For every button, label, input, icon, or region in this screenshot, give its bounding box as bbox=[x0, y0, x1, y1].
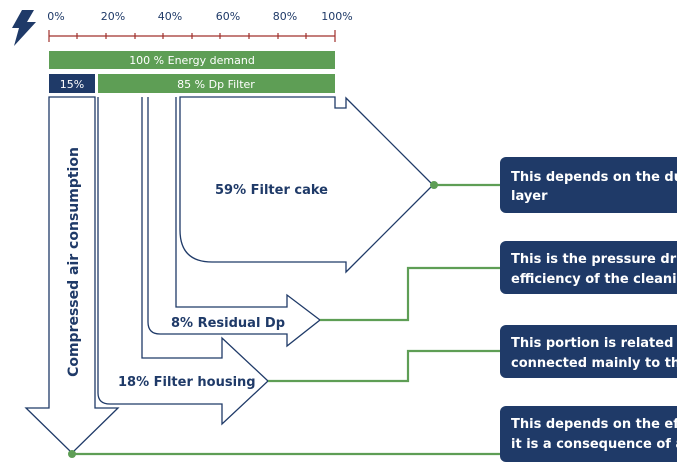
connector-dot-compressed-air bbox=[68, 450, 76, 458]
residual-dp-label: 8% Residual Dp bbox=[171, 316, 285, 331]
filter-housing-label: 18% Filter housing bbox=[118, 375, 256, 390]
compressed-share-bar bbox=[49, 74, 95, 93]
note-box-filter-cake bbox=[500, 157, 677, 213]
note-filter-housing-line2: connected mainly to th bbox=[511, 356, 677, 371]
residual-dp-arrow bbox=[147, 97, 322, 348]
dp-filter-bar bbox=[98, 74, 335, 93]
note-box-filter-housing bbox=[500, 325, 677, 378]
connector-dot-filter-cake bbox=[430, 181, 438, 189]
compressed-air-label: Compressed air consumption bbox=[66, 147, 82, 377]
energy-demand-bar bbox=[49, 51, 335, 69]
filter-cake-arrow bbox=[179, 96, 434, 274]
percent-scale bbox=[48, 30, 336, 42]
scale-tick-60: 60% bbox=[216, 10, 240, 23]
scale-tick-80: 80% bbox=[273, 10, 297, 23]
note-compressed-air-line2: it is a consequence of a bbox=[511, 437, 677, 452]
energy-demand-label: 100 % Energy demand bbox=[129, 54, 255, 67]
note-residual-dp-line1: This is the pressure dr bbox=[511, 252, 677, 267]
note-compressed-air-line1: This depends on the eff bbox=[511, 417, 677, 432]
scale-tick-0: 0% bbox=[47, 10, 64, 23]
scale-tick-20: 20% bbox=[101, 10, 125, 23]
scale-tick-40: 40% bbox=[158, 10, 182, 23]
compressed-share-label: 15% bbox=[60, 78, 84, 91]
note-box-compressed-air bbox=[500, 406, 677, 462]
note-residual-dp-line2: efficiency of the cleanin bbox=[511, 272, 677, 287]
note-filter-cake-line1: This depends on the du bbox=[511, 170, 677, 185]
compressed-air-arrow bbox=[24, 96, 120, 454]
filter-housing-arrow bbox=[97, 97, 269, 426]
scale-tick-100: 100% bbox=[321, 10, 352, 23]
filter-cake-label: 59% Filter cake bbox=[215, 183, 328, 198]
note-box-residual-dp bbox=[500, 241, 677, 294]
note-filter-housing-line1: This portion is related t bbox=[511, 336, 677, 351]
lightning-bolt-icon bbox=[12, 10, 36, 46]
note-filter-cake-line2: layer bbox=[511, 189, 548, 204]
connector-lines bbox=[72, 183, 500, 456]
dp-filter-label: 85 % Dp Filter bbox=[177, 78, 255, 91]
